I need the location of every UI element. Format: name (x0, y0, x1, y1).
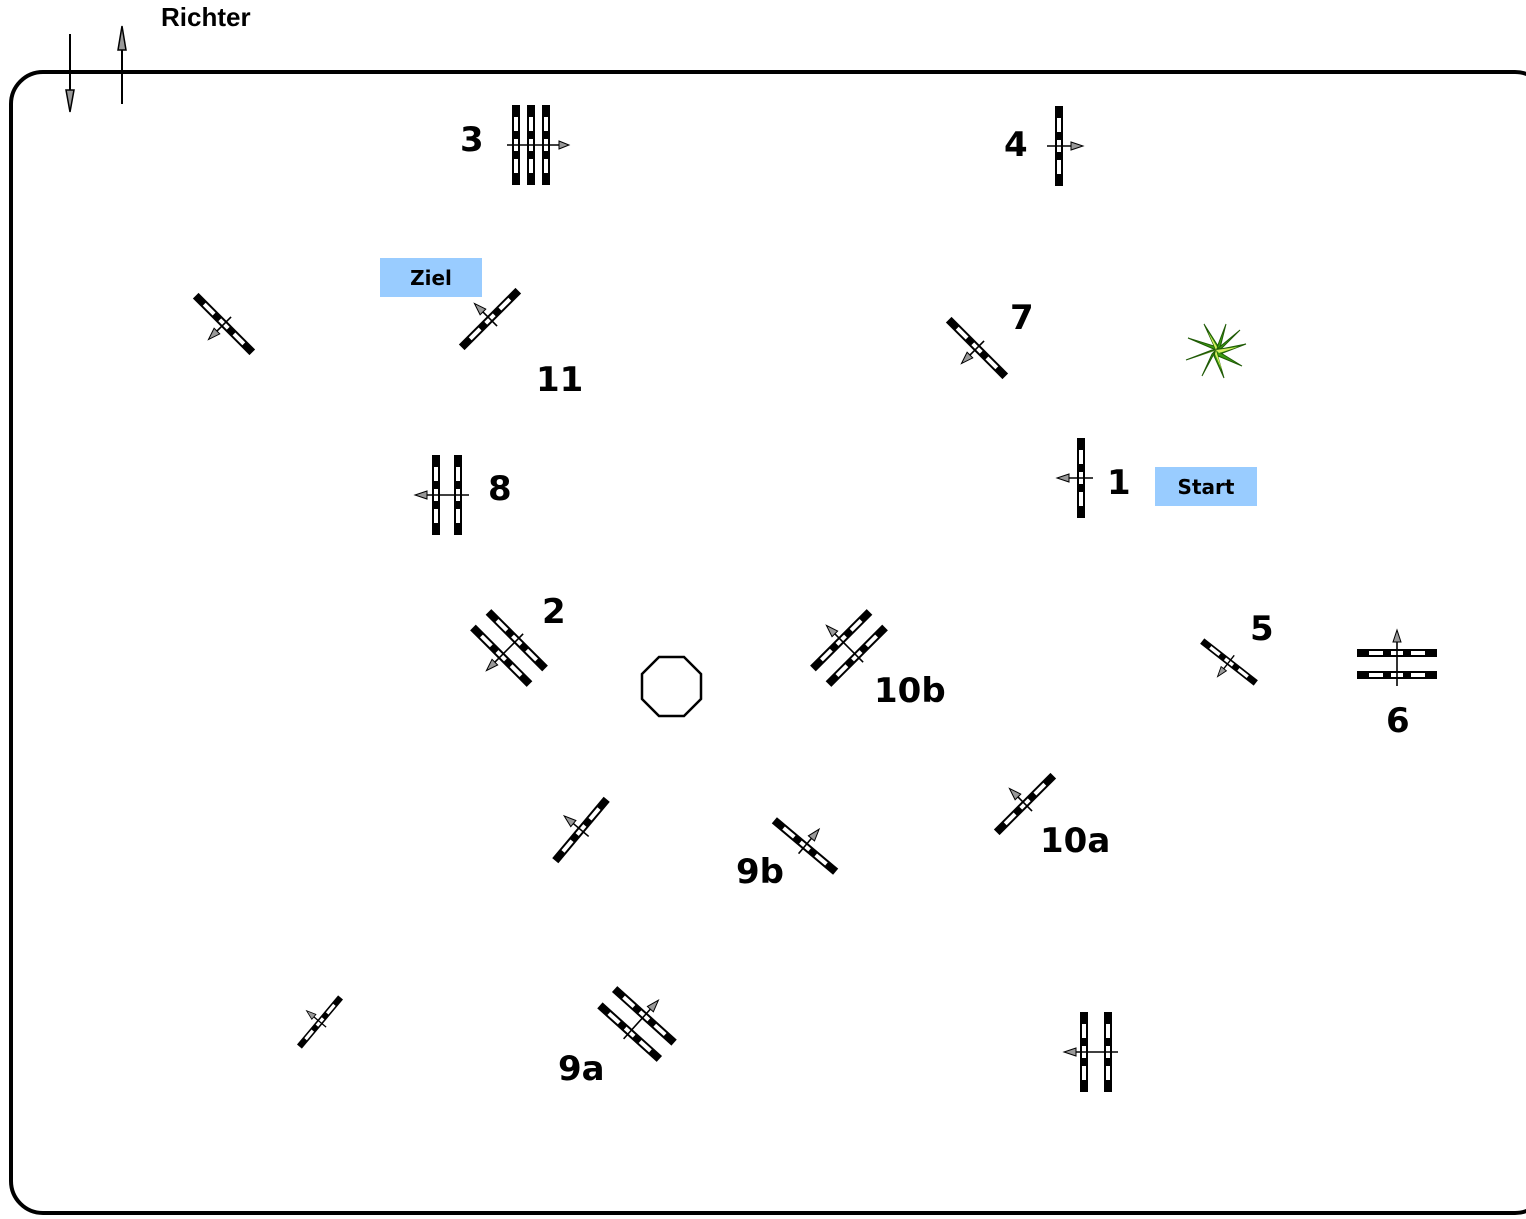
jump-10b (810, 609, 888, 687)
label-jump-10b: 10b (874, 671, 946, 711)
label-jump-4: 4 (1004, 125, 1028, 165)
label-jump-10a: 10a (1040, 821, 1111, 861)
label-jump-5: 5 (1250, 609, 1274, 649)
label-jump-1: 1 (1107, 463, 1131, 503)
jump-10a (993, 772, 1057, 836)
start-marker: Start (1155, 467, 1257, 506)
arena-boundary (9, 70, 1526, 1215)
jump-6 (1357, 628, 1437, 686)
label-jump-3: 3 (460, 120, 484, 160)
finish-marker: Ziel (380, 258, 482, 297)
jump-unnumbered-mid (552, 796, 610, 864)
jump-2 (470, 609, 548, 687)
octagon-icon (640, 655, 703, 718)
jump-unnumbered-bottomleft (296, 995, 344, 1049)
label-jump-11: 11 (536, 360, 584, 400)
jump-1 (1055, 438, 1093, 518)
arrow-down-icon (65, 34, 75, 113)
label-jump-7: 7 (1010, 298, 1034, 338)
jump-4 (1047, 106, 1085, 186)
jump-unnumbered-double (1062, 1012, 1118, 1092)
arrow-up-icon (117, 25, 127, 104)
jump-7 (945, 316, 1009, 380)
label-jump-2: 2 (542, 592, 566, 632)
label-jump-9b: 9b (736, 852, 784, 892)
jump-9a (597, 986, 677, 1062)
jump-8 (413, 455, 469, 535)
plant-icon (1185, 323, 1247, 379)
label-jump-9a: 9a (558, 1049, 605, 1089)
label-jump-6: 6 (1386, 701, 1410, 741)
jump-5 (1200, 638, 1258, 686)
label-jump-8: 8 (488, 469, 512, 509)
jump-9b (771, 817, 839, 875)
jump-3 (507, 105, 571, 185)
jump-11 (458, 287, 522, 351)
jump-unnumbered-topleft (192, 292, 256, 356)
judge-label: Richter (161, 2, 251, 32)
